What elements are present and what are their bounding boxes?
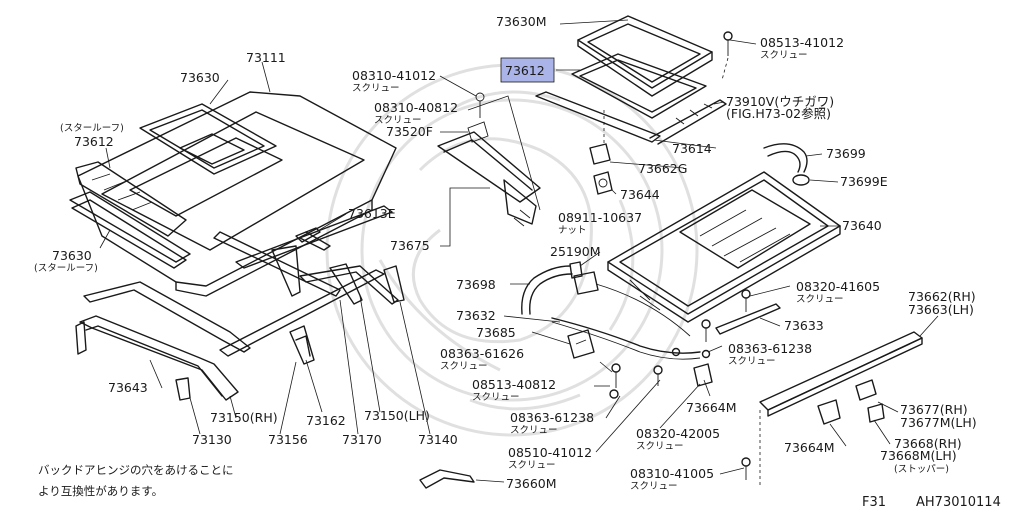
label-08911-10637-sub: ナット <box>558 225 587 236</box>
label-73662g: 73662G <box>638 161 687 176</box>
front-rail-73130 <box>75 315 239 401</box>
label-73162: 73162 <box>306 413 346 428</box>
label-73640: 73640 <box>842 218 882 233</box>
leader-lines <box>99 19 939 488</box>
label-25190m: 25190M <box>550 244 601 259</box>
label-73111: 73111 <box>246 50 286 65</box>
label-73150-lh: 73150(LH) <box>364 408 430 423</box>
star-roof-glass-73630 <box>139 103 277 175</box>
label-08510-41012-sub: スクリュー <box>508 460 556 471</box>
label-73140: 73140 <box>418 432 458 447</box>
label-73664m-a: 73664M <box>686 400 737 415</box>
glass-panel-73630m <box>577 15 713 97</box>
label-08310-41005: 08310-41005 <box>630 466 714 481</box>
inner-trim-73910v <box>535 91 727 145</box>
star-roof-seal-73612 <box>69 161 191 269</box>
note-line-1: バックドアヒンジの穴をあけることに <box>38 463 234 477</box>
label-73698: 73698 <box>456 277 496 292</box>
motor-assembly-73675 <box>437 92 541 227</box>
label-73630-a: 73630 <box>180 70 220 85</box>
label-08363-61626: 08363-61626 <box>440 346 524 361</box>
label-73613e: 73613E <box>348 206 396 221</box>
sunroof-frame-73640 <box>607 171 841 323</box>
seal-frame-73612 <box>571 53 707 119</box>
label-73630m: 73630M <box>496 14 547 29</box>
label-73660m: 73660M <box>506 476 557 491</box>
label-73668-rh: 73668(RH) <box>894 436 962 451</box>
cables-and-switch <box>521 261 701 360</box>
label-star-roof-b: (スタールーフ) <box>34 263 98 274</box>
figure-code: F31 AH73010114 <box>862 495 1001 510</box>
label-73630-b: 73630 <box>52 248 92 263</box>
label-73130: 73130 <box>192 432 232 447</box>
label-08320-42005-sub: スクリュー <box>636 441 684 452</box>
label-73150-rh: 73150(RH) <box>210 410 278 425</box>
label-08310-40812: 08310-40812 <box>374 100 458 115</box>
label-73614: 73614 <box>672 141 712 156</box>
label-73685: 73685 <box>476 325 516 340</box>
label-73675: 73675 <box>390 238 430 253</box>
label-73156: 73156 <box>268 432 308 447</box>
label-73612-highlight: 73612 <box>505 63 545 78</box>
part-labels: 73630M 08513-41012 スクリュー 73612 73910V(ウチ… <box>34 14 977 492</box>
label-08363-61626-sub: スクリュー <box>440 361 488 372</box>
label-73644: 73644 <box>620 187 660 202</box>
screws <box>609 31 751 480</box>
note-line-2: より互換性があります。 <box>38 484 163 498</box>
label-73677-rh: 73677(RH) <box>900 402 968 417</box>
label-stopper: (ストッパー) <box>894 464 949 475</box>
label-73668m-lh: 73668M(LH) <box>880 448 957 463</box>
label-73662-rh: 73662(RH) <box>908 289 976 304</box>
label-08310-41012-sub: スクリュー <box>352 83 400 94</box>
figure-id: AH73010114 <box>916 495 1001 510</box>
label-08310-41012: 08310-41012 <box>352 68 436 83</box>
label-73633: 73633 <box>784 318 824 333</box>
label-08363-61238-a: 08363-61238 <box>728 341 812 356</box>
drain-hose-73699 <box>763 143 810 186</box>
label-08513-41012-a: 08513-41012 <box>760 35 844 50</box>
label-08310-41005-sub: スクリュー <box>630 481 678 492</box>
compatibility-note: バックドアヒンジの穴をあけることに より互換性があります。 <box>38 463 234 498</box>
highlight-box <box>500 57 555 83</box>
roof-bows <box>83 205 405 357</box>
label-08513-40812-sub: スクリュー <box>472 392 520 403</box>
label-73643: 73643 <box>108 380 148 395</box>
small-parts-center <box>589 143 613 195</box>
label-73663-lh: 73663(LH) <box>908 302 974 317</box>
label-73910v: 73910V(ウチガワ) <box>726 94 834 109</box>
figure-code-f31: F31 <box>862 495 886 510</box>
label-08320-41605-sub: スクリュー <box>796 294 844 305</box>
side-rail-73662 <box>693 331 923 425</box>
label-73170: 73170 <box>342 432 382 447</box>
label-08363-61238-a-sub: スクリュー <box>728 356 776 367</box>
bar-73660m <box>419 469 475 489</box>
roof-panel-73111 <box>77 91 397 297</box>
label-08911-10637: 08911-10637 <box>558 210 642 225</box>
label-08320-42005: 08320-42005 <box>636 426 720 441</box>
label-08510-41012: 08510-41012 <box>508 445 592 460</box>
label-08513-40812: 08513-40812 <box>472 377 556 392</box>
bar-73613e <box>295 227 331 251</box>
label-08363-61238-b: 08363-61238 <box>510 410 594 425</box>
label-73910v-sub: (FIG.H73-02参照) <box>726 106 831 121</box>
label-73699: 73699 <box>826 146 866 161</box>
label-73699e: 73699E <box>840 174 888 189</box>
label-73664m-b: 73664M <box>784 440 835 455</box>
label-73677m-lh: 73677M(LH) <box>900 415 977 430</box>
label-08513-41012-a-sub: スクリュー <box>760 50 808 61</box>
label-08310-40812-sub: スクリュー <box>374 115 422 126</box>
label-08363-61238-b-sub: スクリュー <box>510 425 558 436</box>
label-73612-a: 73612 <box>74 134 114 149</box>
label-star-roof-a: (スタールーフ) <box>60 123 124 134</box>
bracket-73156 <box>289 325 315 365</box>
label-73632: 73632 <box>456 308 496 323</box>
label-73520f: 73520F <box>386 124 433 139</box>
strip-73633 <box>715 303 781 335</box>
label-08320-41605: 08320-41605 <box>796 279 880 294</box>
